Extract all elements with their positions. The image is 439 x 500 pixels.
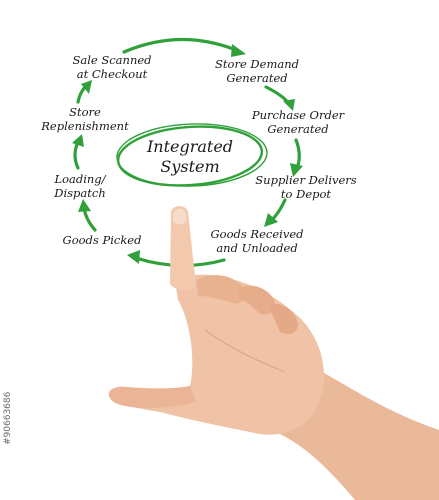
pointing-hand-image xyxy=(108,206,439,500)
arrow-purchase-to-supplier xyxy=(294,138,301,170)
step-goods-picked: Goods Picked xyxy=(63,233,142,247)
arrowhead-supplier-to-received xyxy=(264,213,278,227)
arrowhead-loading-to-replenishment xyxy=(72,134,84,147)
step-store-demand-line1: Store Demand xyxy=(215,57,299,71)
cycle-arrows xyxy=(72,37,303,268)
arrowhead-replenishment-to-sale xyxy=(81,80,92,94)
arrow-sale-to-demand xyxy=(122,37,238,54)
arrowhead-purchase-to-supplier xyxy=(290,163,303,177)
step-store-replenishment-line1: Store xyxy=(69,105,101,119)
stock-id-watermark: #90663686 xyxy=(3,391,13,445)
stock-id-text: #90663686 xyxy=(3,391,13,445)
step-supplier-delivers-line1: Supplier Delivers xyxy=(255,173,357,187)
step-sale-scanned-line1: Sale Scanned xyxy=(72,53,151,67)
step-labels: Sale Scanned at Checkout Store Demand Ge… xyxy=(40,53,357,255)
arrow-loading-to-replenishment xyxy=(73,140,80,170)
center-title-line1: Integrated xyxy=(146,137,233,156)
step-supplier-delivers-line2: to Depot xyxy=(281,187,332,201)
step-goods-received-line1: Goods Received xyxy=(210,227,303,241)
arrowhead-sale-to-demand xyxy=(231,44,246,57)
step-store-replenishment-line2: Replenishment xyxy=(40,119,129,133)
step-loading-line1: Loading/ xyxy=(53,172,106,186)
step-purchase-order-line2: Generated xyxy=(267,122,328,136)
arrowhead-received-to-picked xyxy=(127,250,140,264)
step-loading-line2: Dispatch xyxy=(53,186,106,200)
step-purchase-order-line1: Purchase Order xyxy=(251,108,346,122)
step-sale-scanned-line2: at Checkout xyxy=(77,67,148,81)
step-store-demand-line2: Generated xyxy=(226,71,287,85)
arrowhead-picked-to-loading xyxy=(78,199,91,212)
arrowhead-demand-to-purchase xyxy=(283,99,295,111)
center-title-line2: System xyxy=(160,157,219,176)
center-ellipse: Integrated System xyxy=(116,123,268,187)
step-goods-received-line2: and Unloaded xyxy=(216,241,297,255)
